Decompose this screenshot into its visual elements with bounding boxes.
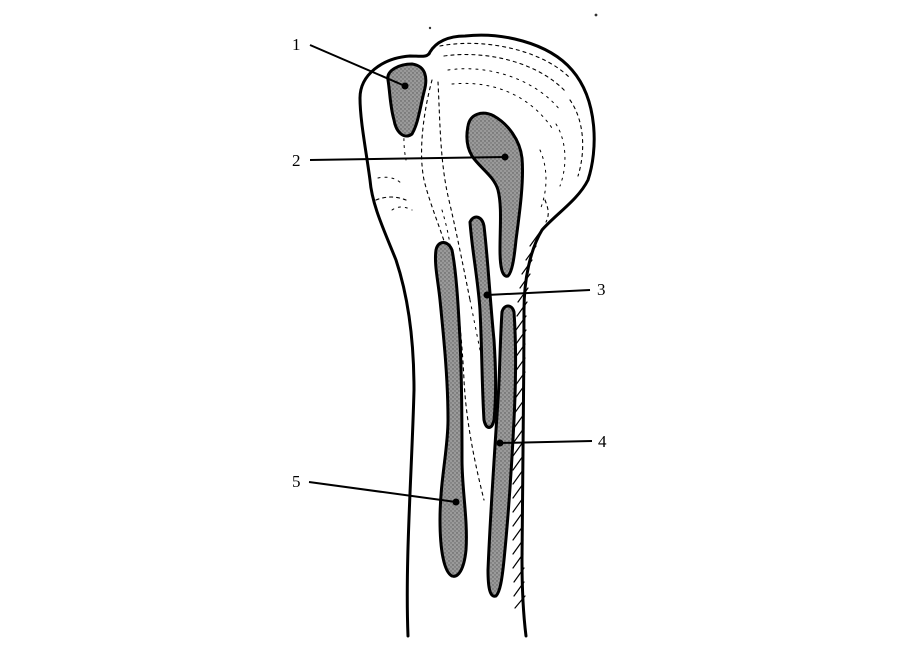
leader-line-2 <box>309 156 506 161</box>
label-2: 2 <box>292 151 301 170</box>
leader-lines <box>308 44 593 506</box>
leader-dot-5 <box>452 498 460 506</box>
leader-line-5 <box>308 481 457 503</box>
region-4 <box>486 304 517 598</box>
leader-dot-2 <box>501 153 509 161</box>
leader-line-1 <box>309 44 406 87</box>
leader-line-3 <box>486 289 591 296</box>
shaft-hatching <box>512 231 541 609</box>
label-4: 4 <box>598 432 607 451</box>
leader-dot-4 <box>496 439 504 447</box>
speck <box>428 26 432 30</box>
label-1: 1 <box>292 35 301 54</box>
leader-dot-3 <box>483 291 491 299</box>
leader-line-4 <box>499 440 593 444</box>
region-5 <box>434 241 468 578</box>
labels: 1 2 3 4 5 <box>292 35 607 491</box>
ossification-regions <box>386 62 525 598</box>
region-2 <box>465 111 525 278</box>
label-3: 3 <box>597 280 606 299</box>
speck <box>594 13 598 17</box>
label-5: 5 <box>292 472 301 491</box>
head-texture <box>439 42 584 223</box>
region-3 <box>468 215 497 429</box>
leader-dot-1 <box>401 82 409 90</box>
